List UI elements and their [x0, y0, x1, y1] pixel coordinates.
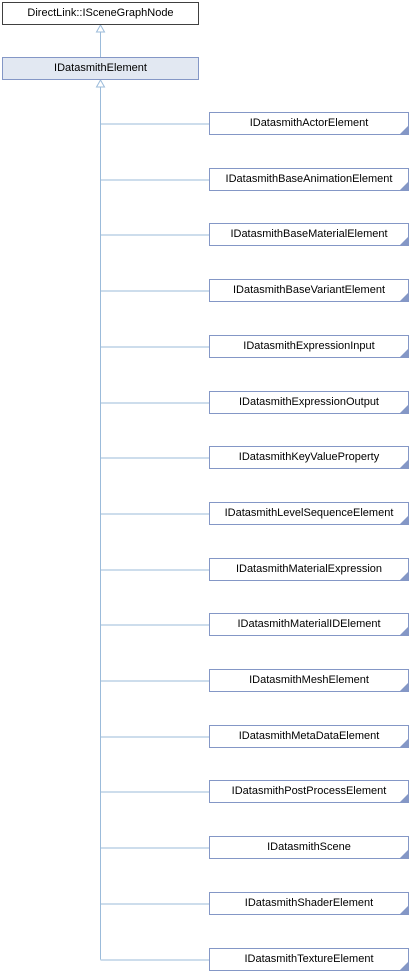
node-label: IDatasmithLevelSequenceElement: [224, 507, 394, 519]
node-idatasmith-key-value-property[interactable]: IDatasmithKeyValueProperty: [209, 446, 409, 469]
node-idatasmith-mesh-element[interactable]: IDatasmithMeshElement: [209, 669, 409, 692]
node-idatasmith-base-variant-element[interactable]: IDatasmithBaseVariantElement: [209, 279, 409, 302]
node-label: IDatasmithTextureElement: [244, 953, 374, 965]
node-idatasmith-meta-data-element[interactable]: IDatasmithMetaDataElement: [209, 725, 409, 748]
node-label: IDatasmithShaderElement: [244, 897, 374, 909]
fold-corner-icon: [400, 627, 408, 635]
node-idatasmith-expression-output[interactable]: IDatasmithExpressionOutput: [209, 391, 409, 414]
node-label: IDatasmithActorElement: [249, 117, 369, 129]
fold-corner-icon: [400, 516, 408, 524]
node-label: IDatasmithExpressionInput: [243, 340, 375, 352]
node-idatasmith-base-animation-element[interactable]: IDatasmithBaseAnimationElement: [209, 168, 409, 191]
node-label: IDatasmithBaseMaterialElement: [230, 228, 388, 240]
node-label: IDatasmithScene: [267, 841, 351, 853]
inheritance-arrow-icon: [95, 23, 106, 33]
node-label: IDatasmithMeshElement: [249, 674, 369, 686]
node-label: IDatasmithKeyValueProperty: [238, 451, 380, 463]
fold-corner-icon: [400, 683, 408, 691]
node-label: IDatasmithMaterialExpression: [235, 563, 383, 575]
fold-corner-icon: [400, 349, 408, 357]
node-label: IDatasmithExpressionOutput: [238, 396, 379, 408]
node-directlink-iscenegraphnode[interactable]: DirectLink::ISceneGraphNode: [2, 2, 199, 25]
node-idatasmith-material-expression[interactable]: IDatasmithMaterialExpression: [209, 558, 409, 581]
node-idatasmith-expression-input[interactable]: IDatasmithExpressionInput: [209, 335, 409, 358]
inheritance-arrow-icon: [95, 78, 106, 88]
node-label: IDatasmithMaterialIDElement: [237, 618, 381, 630]
node-label: IDatasmithBaseVariantElement: [232, 284, 386, 296]
fold-corner-icon: [400, 572, 408, 580]
node-idatasmith-scene[interactable]: IDatasmithScene: [209, 836, 409, 859]
fold-corner-icon: [400, 850, 408, 858]
fold-corner-icon: [400, 794, 408, 802]
fold-corner-icon: [400, 906, 408, 914]
node-idatasmith-post-process-element[interactable]: IDatasmithPostProcessElement: [209, 780, 409, 803]
fold-corner-icon: [400, 460, 408, 468]
node-idatasmithelement[interactable]: IDatasmithElement: [2, 57, 199, 80]
fold-corner-icon: [400, 237, 408, 245]
fold-corner-icon: [400, 293, 408, 301]
fold-corner-icon: [400, 962, 408, 970]
node-idatasmith-base-material-element[interactable]: IDatasmithBaseMaterialElement: [209, 223, 409, 246]
fold-corner-icon: [400, 182, 408, 190]
fold-corner-icon: [400, 126, 408, 134]
node-idatasmith-shader-element[interactable]: IDatasmithShaderElement: [209, 892, 409, 915]
node-label: IDatasmithPostProcessElement: [231, 785, 387, 797]
node-idatasmith-material-idelement[interactable]: IDatasmithMaterialIDElement: [209, 613, 409, 636]
fold-corner-icon: [400, 739, 408, 747]
node-label: IDatasmithMetaDataElement: [238, 730, 380, 742]
node-idatasmith-level-sequence-element[interactable]: IDatasmithLevelSequenceElement: [209, 502, 409, 525]
node-idatasmith-texture-element[interactable]: IDatasmithTextureElement: [209, 948, 409, 971]
fold-corner-icon: [400, 405, 408, 413]
node-idatasmith-actor-element[interactable]: IDatasmithActorElement: [209, 112, 409, 135]
node-label: IDatasmithBaseAnimationElement: [225, 173, 393, 185]
